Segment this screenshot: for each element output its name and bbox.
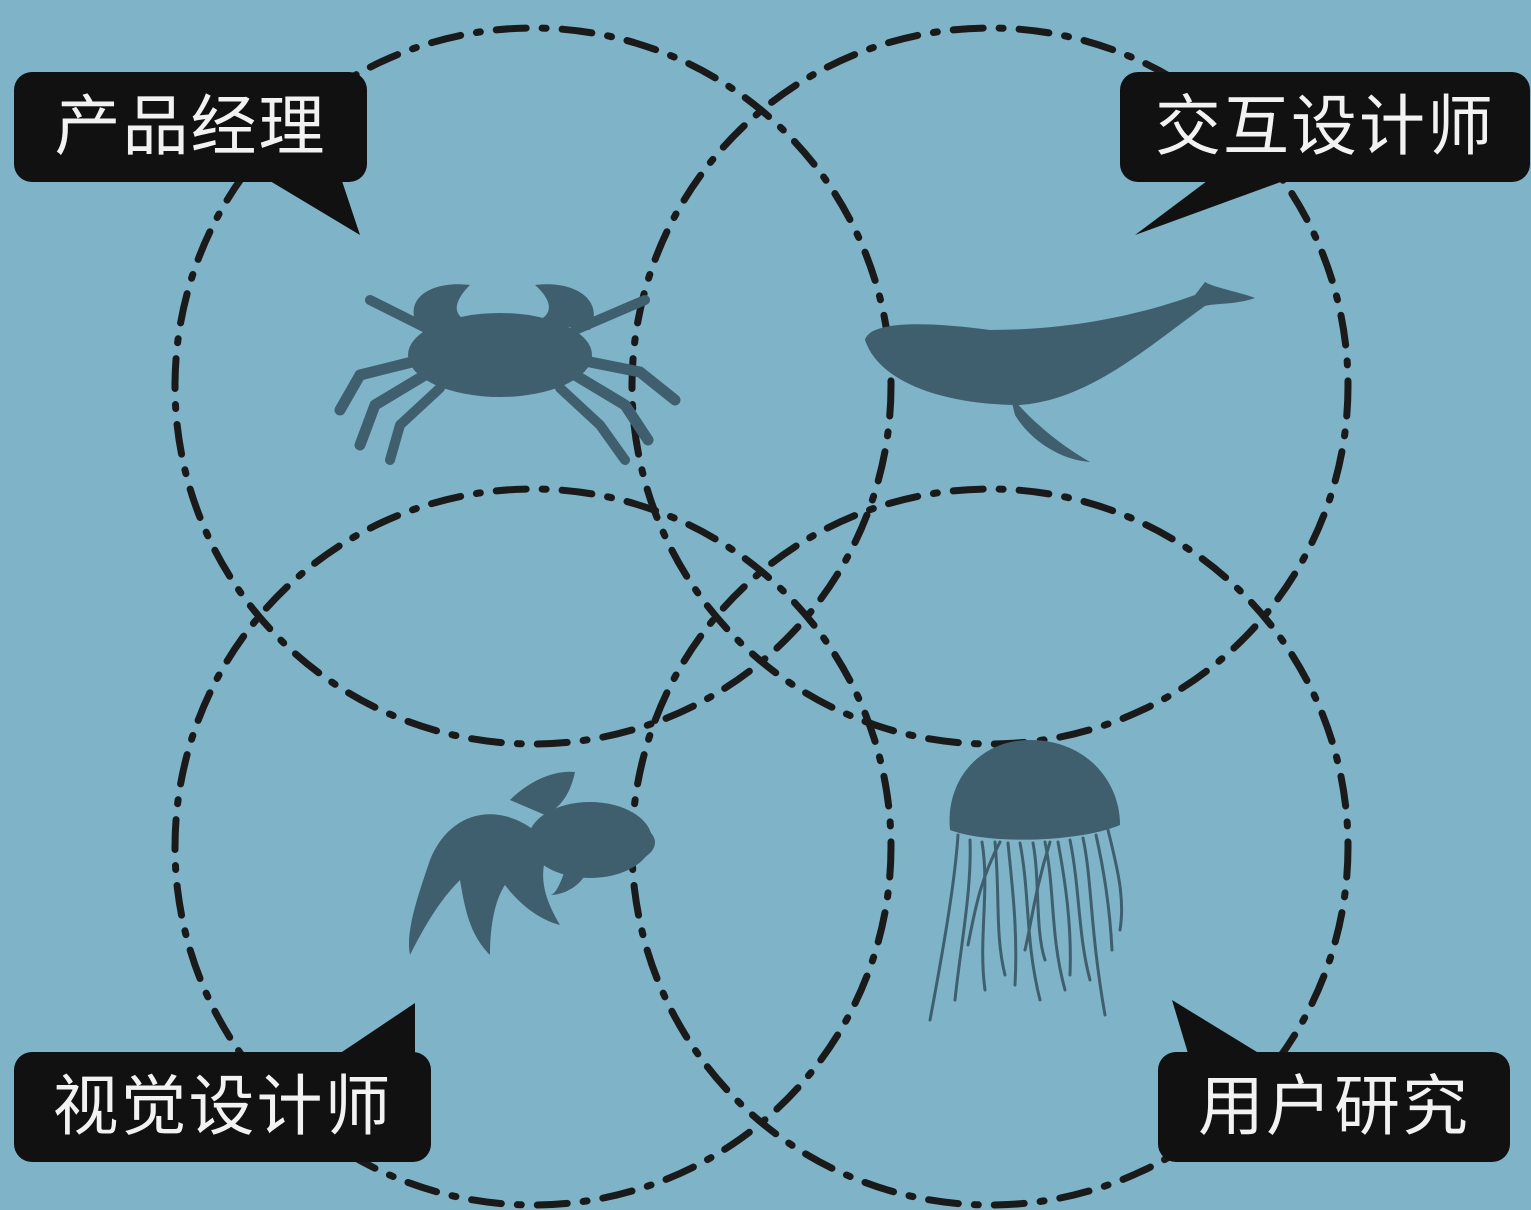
whale-icon: [865, 282, 1255, 462]
circle-visual-designer: [171, 485, 895, 1209]
label-tail-product-manager: [260, 175, 360, 235]
jellyfish-icon: [928, 740, 1124, 1022]
label-product-manager: 产品经理: [14, 72, 367, 182]
label-interaction-designer: 交互设计师: [1120, 72, 1530, 182]
goldfish-icon: [409, 771, 655, 955]
label-tail-visual-designer: [330, 1003, 415, 1060]
crab-icon: [334, 284, 681, 465]
label-tail-user-research: [1172, 1000, 1270, 1060]
circle-interaction-designer: [628, 24, 1352, 748]
circle-product-manager: [171, 24, 895, 748]
label-tail-interaction-designer: [1135, 175, 1300, 235]
label-user-research: 用户研究: [1158, 1052, 1510, 1162]
label-visual-designer: 视觉设计师: [14, 1052, 431, 1162]
